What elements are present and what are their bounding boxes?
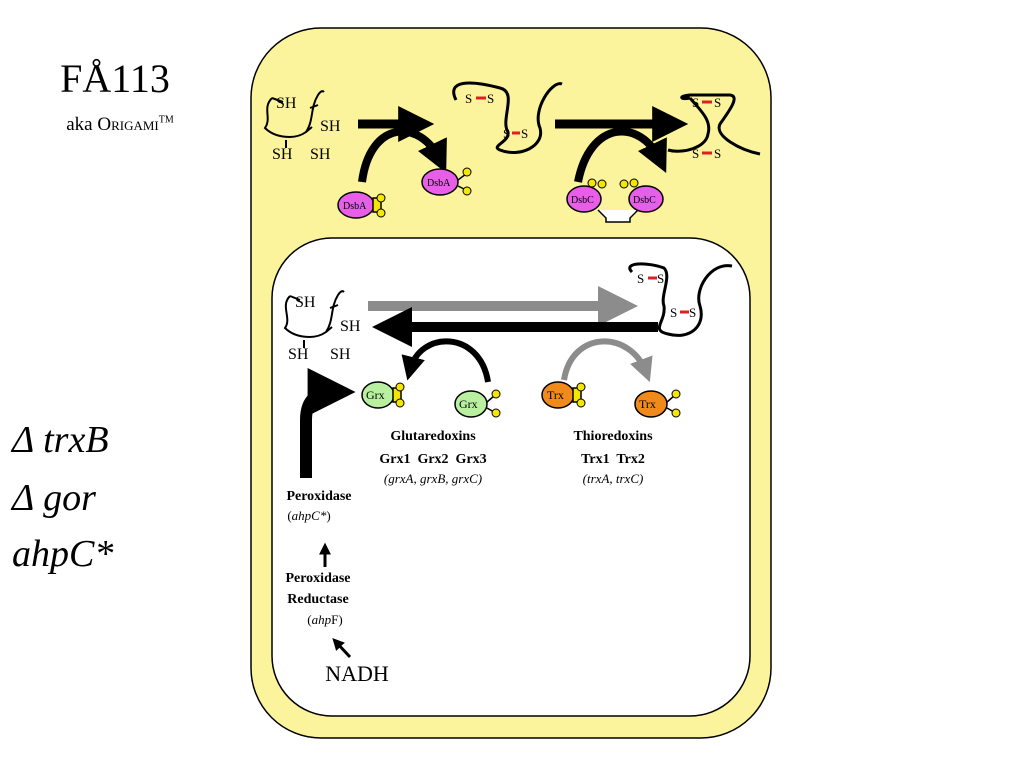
dsba-reduced xyxy=(421,167,472,196)
disulfide-s: S xyxy=(689,305,696,320)
thioredoxins-title: Thioredoxins xyxy=(573,429,653,444)
peroxidase-gene: (ahpC*) xyxy=(287,508,330,523)
reductase-gene: (ahpF) xyxy=(307,612,342,627)
thiol-label: SH xyxy=(320,118,341,135)
aka-tm: TM xyxy=(158,114,174,126)
disulfide-protein-cytoplasm xyxy=(628,262,733,337)
strain-aka: aka OrigamiTM xyxy=(20,114,220,136)
grx-transfer-arrow xyxy=(401,338,491,383)
strain-name: FÅ113 xyxy=(60,56,170,101)
native-protein xyxy=(667,93,761,156)
disulfide-s: S xyxy=(714,95,721,110)
dsba-transfer-arrow xyxy=(358,127,447,183)
reductase-title-1: Peroxidase xyxy=(285,571,350,586)
dsbc-dimer xyxy=(566,178,664,223)
thiol-label: SH xyxy=(330,346,351,363)
reduced-protein-periplasm xyxy=(263,90,325,148)
thiol-label: SH xyxy=(310,146,331,163)
nadh-arrow xyxy=(332,638,352,659)
dsbc-label: DsbC xyxy=(571,195,594,206)
trx-oxidized xyxy=(541,381,586,409)
genotype-gor: Δ gor xyxy=(12,477,96,519)
thioredoxins-members: Trx1 Trx2 xyxy=(581,452,645,467)
glutaredoxins-title: Glutaredoxins xyxy=(390,429,476,444)
trx-label: Trx xyxy=(547,388,564,402)
grx-reduced xyxy=(454,389,501,418)
trx-reduced xyxy=(634,389,681,418)
dsba-oxidized xyxy=(337,191,386,219)
aka-prefix: aka xyxy=(66,114,98,135)
thioredoxins-genes: (trxA, trxC) xyxy=(583,471,644,486)
thiol-label: SH xyxy=(272,146,293,163)
peroxidase-title: Peroxidase xyxy=(286,489,351,504)
dsbc-transfer-arrow xyxy=(574,127,667,183)
thiol-label: SH xyxy=(295,294,316,311)
disulfide-s: S xyxy=(714,146,721,161)
disulfide-s: S xyxy=(637,271,644,286)
disulfide-s: S xyxy=(692,95,699,110)
glutaredoxins-genes: (grxA, grxB, grxC) xyxy=(384,471,482,486)
glutaredoxins-members: Grx1 Grx2 Grx3 xyxy=(379,452,486,467)
disulfide-s: S xyxy=(657,271,664,286)
misfolded-disulfide-protein-periplasm xyxy=(452,81,563,155)
dsba-label: DsbA xyxy=(427,178,451,189)
disulfide-s: S xyxy=(487,91,494,106)
peroxidase-arrow xyxy=(300,368,356,478)
genotype-trxb: Δ trxB xyxy=(12,419,109,461)
reduced-protein-cytoplasm xyxy=(283,290,345,348)
trx-transfer-arrow xyxy=(561,338,653,383)
grx-oxidized xyxy=(361,381,405,409)
genotype-ahpc: ahpC* xyxy=(12,533,114,575)
thiol-label: SH xyxy=(340,318,361,335)
dsbc-label: DsbC xyxy=(633,195,656,206)
thiol-label: SH xyxy=(288,346,309,363)
dsba-label: DsbA xyxy=(343,201,367,212)
reductase-title-2: Reductase xyxy=(287,592,348,607)
disulfide-s: S xyxy=(521,126,528,141)
trx-label: Trx xyxy=(639,397,656,411)
aka-name: Origami xyxy=(97,114,159,135)
nadh-label: NADH xyxy=(325,661,389,686)
disulfide-s: S xyxy=(670,305,677,320)
disulfide-s: S xyxy=(692,146,699,161)
thiol-label: SH xyxy=(276,95,297,112)
disulfide-s: S xyxy=(465,91,472,106)
grx-label: Grx xyxy=(459,397,478,411)
grx-label: Grx xyxy=(366,388,385,402)
disulfide-s: S xyxy=(503,126,510,141)
